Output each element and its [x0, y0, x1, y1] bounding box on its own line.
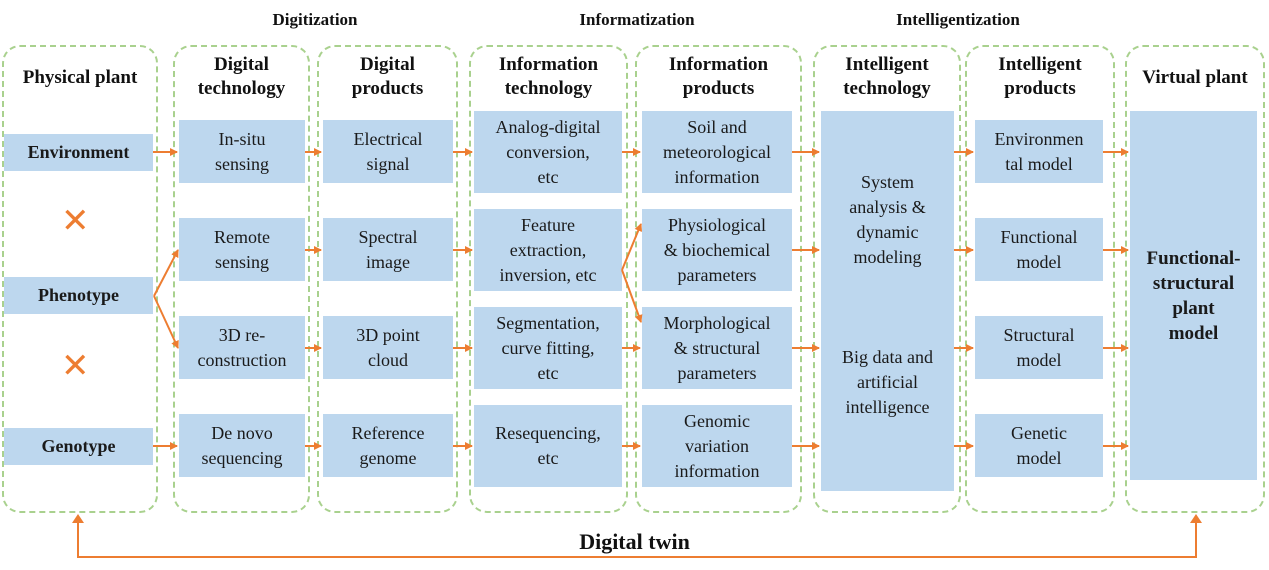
box-environment: Environment [4, 134, 153, 171]
title-digital-technology: Digital technology [197, 54, 286, 99]
phase-digitization: Digitization [272, 10, 358, 29]
box-phenotype: Phenotype [4, 277, 153, 314]
arrow [1190, 514, 1202, 523]
box-environmental-model: Environmen tal model [975, 120, 1103, 183]
phase-intelligentization: Intelligentization [896, 10, 1020, 29]
box-genomic-variation-info: Genomic variation information [642, 405, 792, 487]
box-analog-digital-conversion: Analog-digital conversion, etc [474, 111, 622, 193]
text-big-data-ai: Big data and artificial intelligence [842, 347, 933, 417]
box-feature-extraction: Feature extraction, inversion, etc [474, 209, 622, 291]
title-information-technology: Information technology [498, 54, 599, 99]
column-virtual-plant [1125, 45, 1265, 513]
title-intelligent-technology: Intelligent technology [843, 54, 931, 99]
box-3d-point-cloud: 3D point cloud [323, 316, 453, 379]
title-intelligent-products: Intelligent products [998, 54, 1082, 99]
box-intelligent-technology [821, 111, 954, 491]
box-physiological-parameters: Physiological & biochemical parameters [642, 209, 792, 291]
cross-icon: ✕ [61, 201, 90, 241]
box-3d-reconstruction: 3D re- construction [179, 316, 305, 379]
cross-icon: ✕ [61, 346, 90, 386]
box-remote-sensing: Remote sensing [179, 218, 305, 281]
box-electrical-signal: Electrical signal [323, 120, 453, 183]
box-structural-model: Structural model [975, 316, 1103, 379]
box-spectral-image: Spectral image [323, 218, 453, 281]
box-morphological-parameters: Morphological & structural parameters [642, 307, 792, 389]
column-intelligent-products [965, 45, 1115, 513]
box-de-novo-sequencing: De novo sequencing [179, 414, 305, 477]
title-digital-products: Digital products [351, 54, 424, 99]
box-genetic-model: Genetic model [975, 414, 1103, 477]
column-intelligent-technology [813, 45, 961, 513]
phase-informatization: Informatization [579, 10, 695, 29]
arrow [72, 514, 84, 523]
box-reference-genome: Reference genome [323, 414, 453, 477]
box-functional-model: Functional model [975, 218, 1103, 281]
title-virtual-plant: Virtual plant [1142, 67, 1248, 88]
box-in-situ-sensing: In-situ sensing [179, 120, 305, 183]
box-genotype: Genotype [4, 428, 153, 465]
column-digital-products [317, 45, 458, 513]
box-segmentation: Segmentation, curve fitting, etc [474, 307, 622, 389]
title-physical-plant: Physical plant [22, 67, 138, 88]
title-information-products: Information products [668, 54, 769, 99]
footer-digital-twin: Digital twin [579, 529, 690, 554]
text-system-analysis: System analysis & dynamic modeling [849, 172, 926, 267]
box-soil-meteorological-info: Soil and meteorological information [642, 111, 792, 193]
box-functional-structural-plant-model: Functional- structural plant model [1130, 111, 1257, 480]
box-resequencing: Resequencing, etc [474, 405, 622, 487]
